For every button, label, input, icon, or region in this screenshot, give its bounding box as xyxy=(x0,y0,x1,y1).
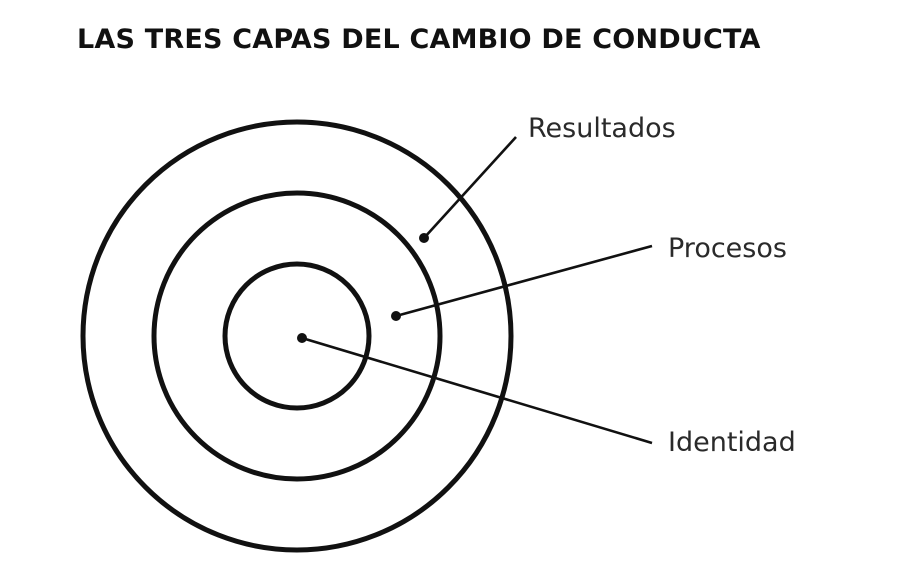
pointer-dot-procesos xyxy=(391,311,401,321)
leader-line-resultados xyxy=(423,136,517,239)
diagram-title: LAS TRES CAPAS DEL CAMBIO DE CONDUCTA xyxy=(77,24,761,55)
pointer-dot-identidad xyxy=(297,333,307,343)
leader-line-identidad xyxy=(301,336,653,445)
label-identidad: Identidad xyxy=(668,427,796,458)
inner-ring-identidad xyxy=(222,261,372,411)
middle-ring-procesos xyxy=(151,190,443,482)
pointer-dot-resultados xyxy=(419,233,429,243)
outer-ring-resultados xyxy=(80,119,514,553)
label-procesos: Procesos xyxy=(668,233,787,264)
leader-line-procesos xyxy=(395,244,653,318)
label-resultados: Resultados xyxy=(528,113,676,144)
